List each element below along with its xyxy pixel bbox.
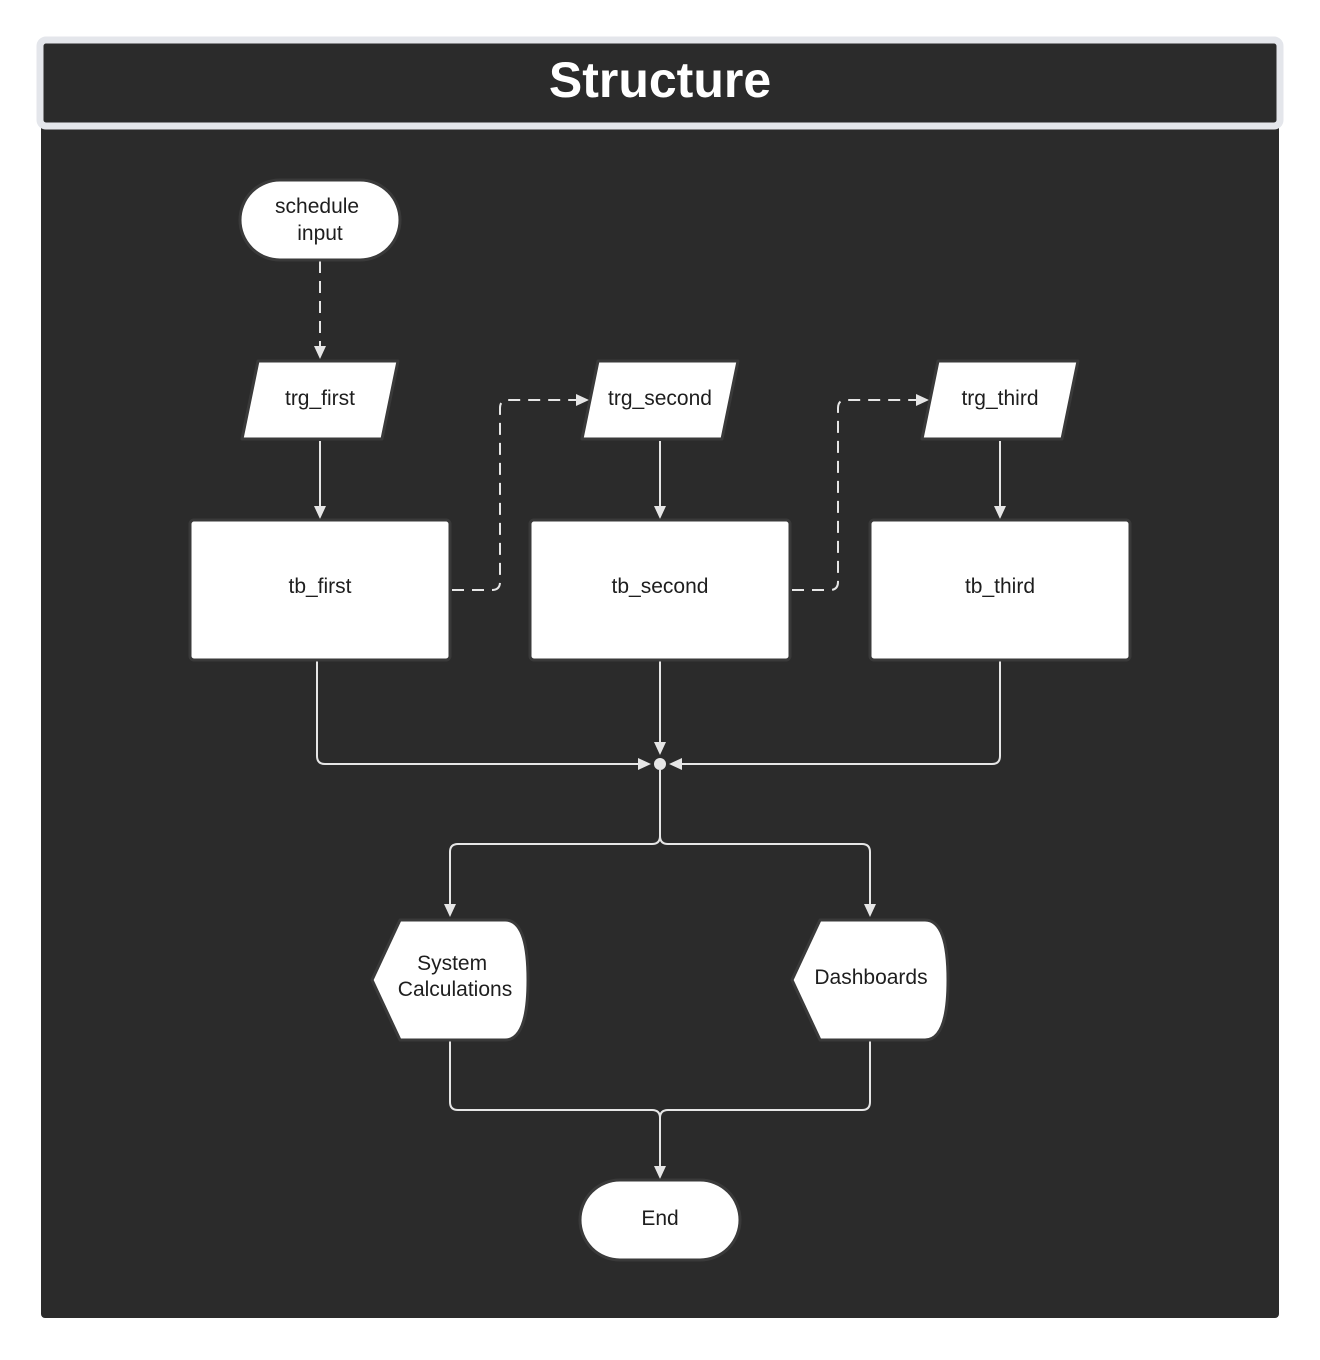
edge-merge-to-dashboards xyxy=(659,835,871,906)
node-label: Dashboards xyxy=(814,966,927,989)
node-dashboards[interactable]: Dashboards xyxy=(790,918,950,1042)
node-tb-first[interactable]: tb_first xyxy=(188,518,452,662)
edge-tb-first-to-merge xyxy=(316,661,640,765)
node-label: End xyxy=(641,1207,678,1230)
node-label: tb_first xyxy=(288,575,351,598)
edge-dashboards-to-end xyxy=(659,1041,871,1119)
arrowhead xyxy=(654,1166,666,1179)
node-label: trg_first xyxy=(285,387,355,410)
arrowhead xyxy=(994,506,1006,519)
node-trg-first[interactable]: trg_first xyxy=(240,359,400,441)
arrowhead xyxy=(576,394,589,406)
node-label: System xyxy=(417,952,487,975)
arrowhead xyxy=(654,742,666,755)
arrowhead xyxy=(916,394,929,406)
edge-tb-third-to-merge xyxy=(680,661,1001,765)
diagram-title: Structure xyxy=(549,52,771,108)
arrowhead xyxy=(638,758,651,770)
edge-tb-second-to-trg-third xyxy=(792,399,918,591)
edge-tb-first-to-trg-second xyxy=(452,399,578,591)
svg-text:System Calculations: System Calculations xyxy=(398,952,512,1001)
svg-text:schedule input: schedule input xyxy=(275,195,365,245)
title-bar xyxy=(36,36,1284,130)
node-label: input xyxy=(297,222,343,245)
arrowhead xyxy=(314,346,326,359)
node-trg-third[interactable]: trg_third xyxy=(920,359,1080,441)
node-end[interactable]: End xyxy=(578,1178,742,1262)
node-system-calculations[interactable]: System Calculations xyxy=(370,918,530,1042)
arrowhead xyxy=(444,904,456,917)
node-label: trg_third xyxy=(961,387,1038,410)
arrowhead xyxy=(654,506,666,519)
node-tb-third[interactable]: tb_third xyxy=(868,518,1132,662)
node-label: tb_third xyxy=(965,575,1035,598)
arrowhead xyxy=(669,758,682,770)
node-schedule-input[interactable]: schedule input xyxy=(238,178,402,262)
merge-point xyxy=(654,758,666,770)
node-label: trg_second xyxy=(608,387,712,410)
arrowhead xyxy=(864,904,876,917)
arrowhead xyxy=(314,506,326,519)
node-tb-second[interactable]: tb_second xyxy=(528,518,792,662)
node-label: tb_second xyxy=(612,575,709,598)
node-trg-second[interactable]: trg_second xyxy=(580,359,740,441)
node-label: schedule xyxy=(275,195,359,218)
node-label: Calculations xyxy=(398,978,512,1001)
